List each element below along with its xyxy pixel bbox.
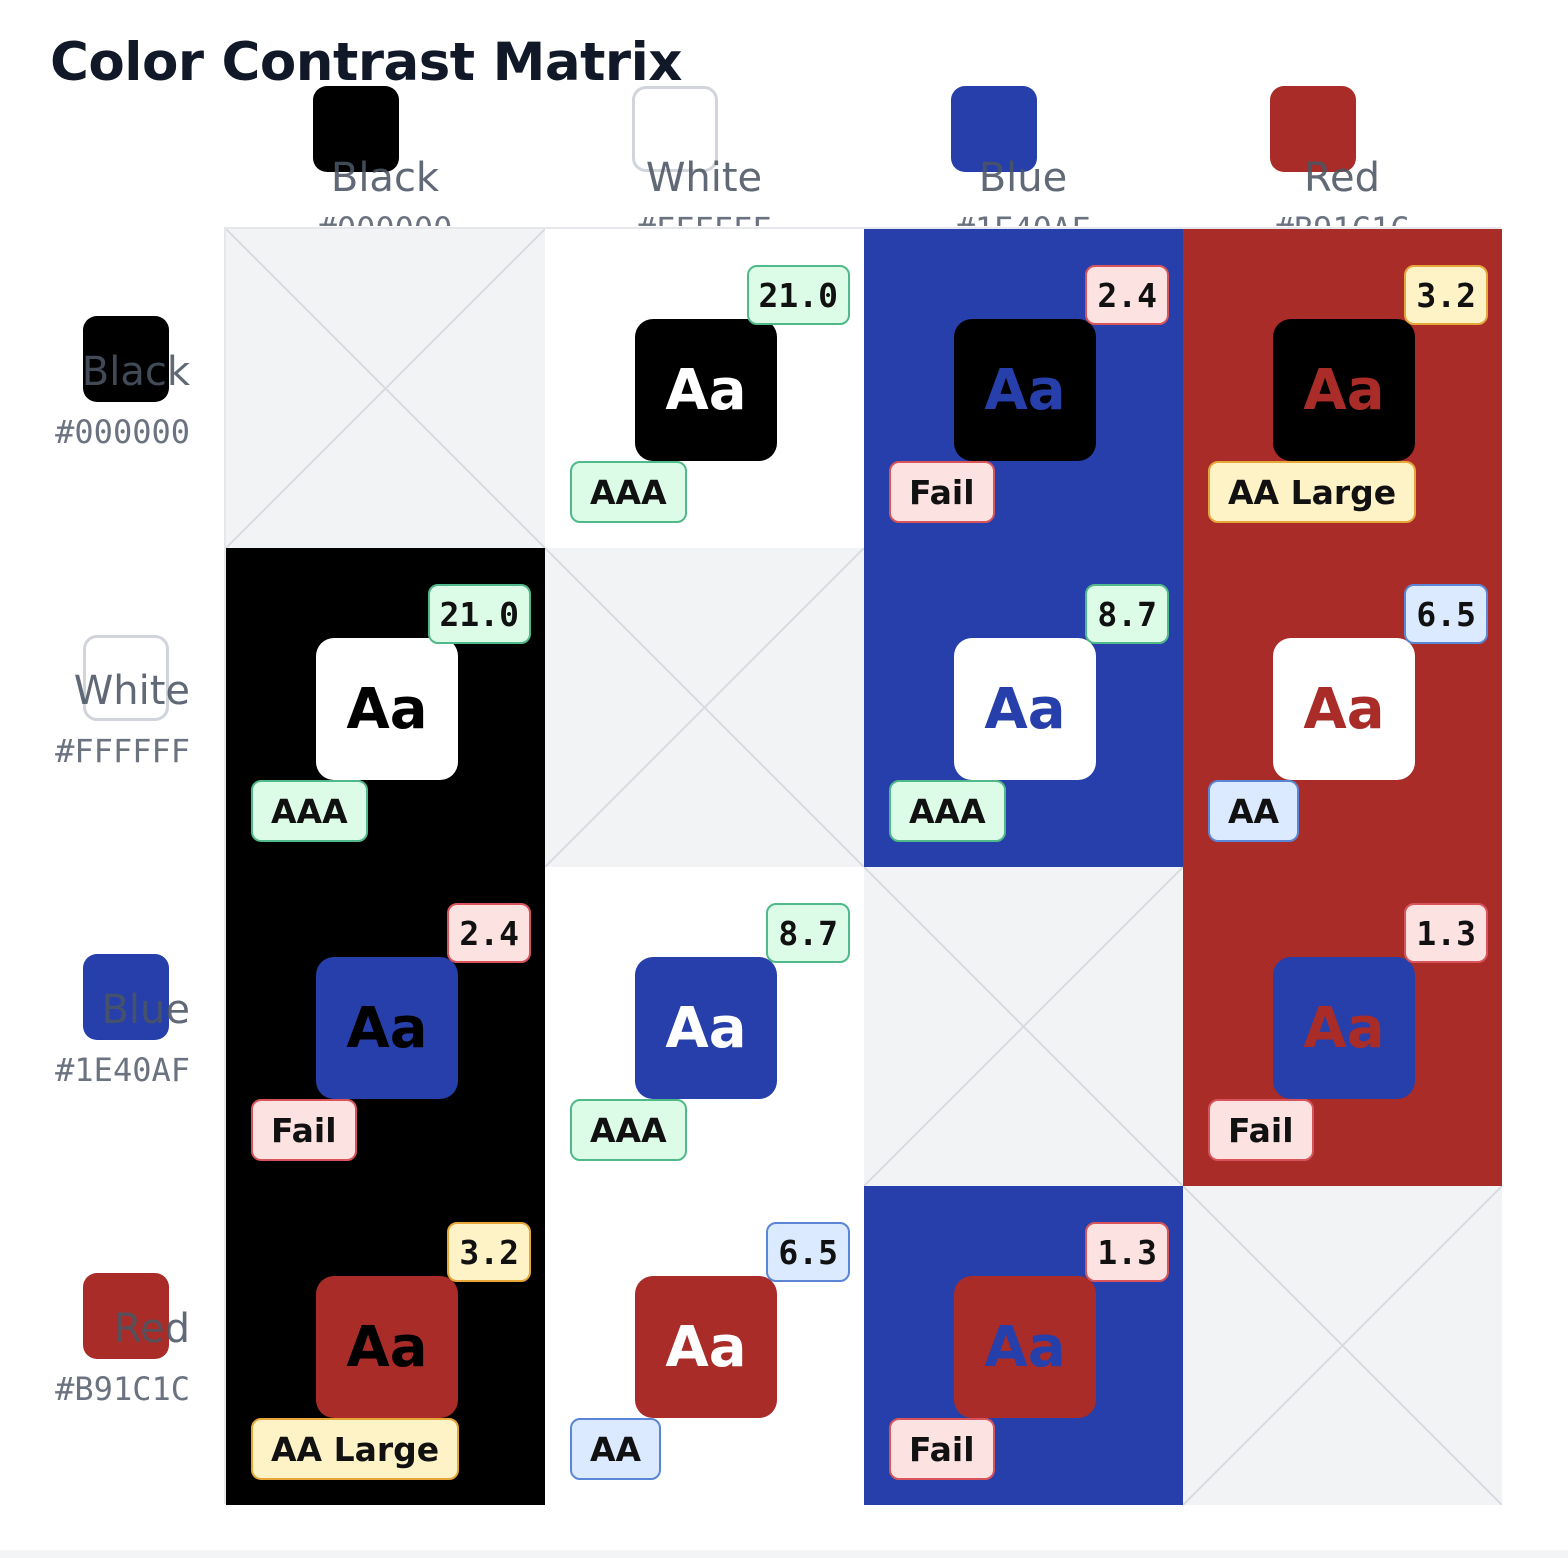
contrast-ratio-badge: 21.0 xyxy=(746,265,850,325)
column-swatch-white xyxy=(632,86,718,172)
contrast-ratio-badge: 2.4 xyxy=(1085,265,1169,325)
wcag-grade-badge: AAA xyxy=(889,780,1006,842)
contrast-ratio-badge: 8.7 xyxy=(1085,584,1169,644)
contrast-ratio-badge: 6.5 xyxy=(766,1222,850,1282)
text-sample: Aa xyxy=(954,638,1096,780)
diagonal-cross xyxy=(226,229,545,548)
column-label-blue: Blue xyxy=(978,155,1068,201)
row-swatch-black xyxy=(83,316,169,402)
column-label-white: White xyxy=(645,155,763,201)
wcag-grade-badge: AAA xyxy=(570,1099,687,1161)
column-swatch-blue xyxy=(951,86,1037,172)
contrast-ratio-badge: 2.4 xyxy=(447,903,531,963)
matrix-cell-empty xyxy=(545,548,864,867)
row-label-red: Red xyxy=(114,1306,190,1352)
contrast-ratio-badge: 1.3 xyxy=(1085,1222,1169,1282)
row-label-blue: Blue xyxy=(101,987,190,1033)
row-hex-blue: #1E40AF xyxy=(55,1051,190,1089)
wcag-grade-badge: AA xyxy=(570,1418,662,1480)
text-sample: Aa xyxy=(954,1276,1096,1418)
column-hex-red: #B91C1C xyxy=(1182,210,1502,226)
matrix-cell-empty xyxy=(864,867,1183,1186)
column-swatch-black xyxy=(313,86,399,172)
wcag-grade-badge: AA xyxy=(1208,780,1300,842)
wcag-grade-badge: AA Large xyxy=(251,1418,460,1480)
diagonal-cross xyxy=(545,548,864,867)
text-sample: Aa xyxy=(1273,319,1415,461)
diagonal-cross xyxy=(864,867,1183,1186)
contrast-ratio-badge: 6.5 xyxy=(1404,584,1488,644)
wcag-grade-badge: AA Large xyxy=(1208,461,1417,523)
text-sample: Aa xyxy=(316,957,458,1099)
column-hex-black: #000000 xyxy=(225,210,545,226)
row-hex-black: #000000 xyxy=(55,413,190,451)
wcag-grade-badge: AAA xyxy=(251,780,368,842)
contrast-ratio-badge: 3.2 xyxy=(1404,265,1488,325)
row-label-black: Black xyxy=(81,349,190,395)
row-label-white: White xyxy=(73,668,190,714)
column-hex-blue: #1E40AF xyxy=(863,210,1183,226)
wcag-grade-badge: Fail xyxy=(1208,1099,1314,1161)
row-swatch-white xyxy=(83,635,169,721)
column-swatch-red xyxy=(1270,86,1356,172)
wcag-grade-badge: Fail xyxy=(889,1418,995,1480)
text-sample: Aa xyxy=(1273,957,1415,1099)
wcag-grade-badge: Fail xyxy=(251,1099,357,1161)
page-title: Color Contrast Matrix xyxy=(50,32,682,93)
contrast-ratio-badge: 3.2 xyxy=(447,1222,531,1282)
column-label-black: Black xyxy=(330,155,440,201)
diagonal-cross xyxy=(1183,1186,1502,1505)
wcag-grade-badge: Fail xyxy=(889,461,995,523)
text-sample: Aa xyxy=(316,1276,458,1418)
matrix-cell-empty xyxy=(1183,1186,1502,1505)
text-sample: Aa xyxy=(954,319,1096,461)
contrast-ratio-badge: 21.0 xyxy=(427,584,531,644)
row-swatch-blue xyxy=(83,954,169,1040)
text-sample: Aa xyxy=(635,319,777,461)
row-hex-red: #B91C1C xyxy=(55,1370,190,1408)
contrast-ratio-badge: 1.3 xyxy=(1404,903,1488,963)
text-sample: Aa xyxy=(1273,638,1415,780)
row-hex-white: #FFFFFF xyxy=(55,732,190,770)
text-sample: Aa xyxy=(635,1276,777,1418)
footer-divider xyxy=(0,1550,1568,1558)
wcag-grade-badge: AAA xyxy=(570,461,687,523)
matrix-cell-empty xyxy=(226,229,545,548)
row-swatch-red xyxy=(83,1273,169,1359)
text-sample: Aa xyxy=(316,638,458,780)
text-sample: Aa xyxy=(635,957,777,1099)
column-hex-white: #FFFFFF xyxy=(544,210,864,226)
contrast-ratio-badge: 8.7 xyxy=(766,903,850,963)
column-label-red: Red xyxy=(1304,155,1380,201)
